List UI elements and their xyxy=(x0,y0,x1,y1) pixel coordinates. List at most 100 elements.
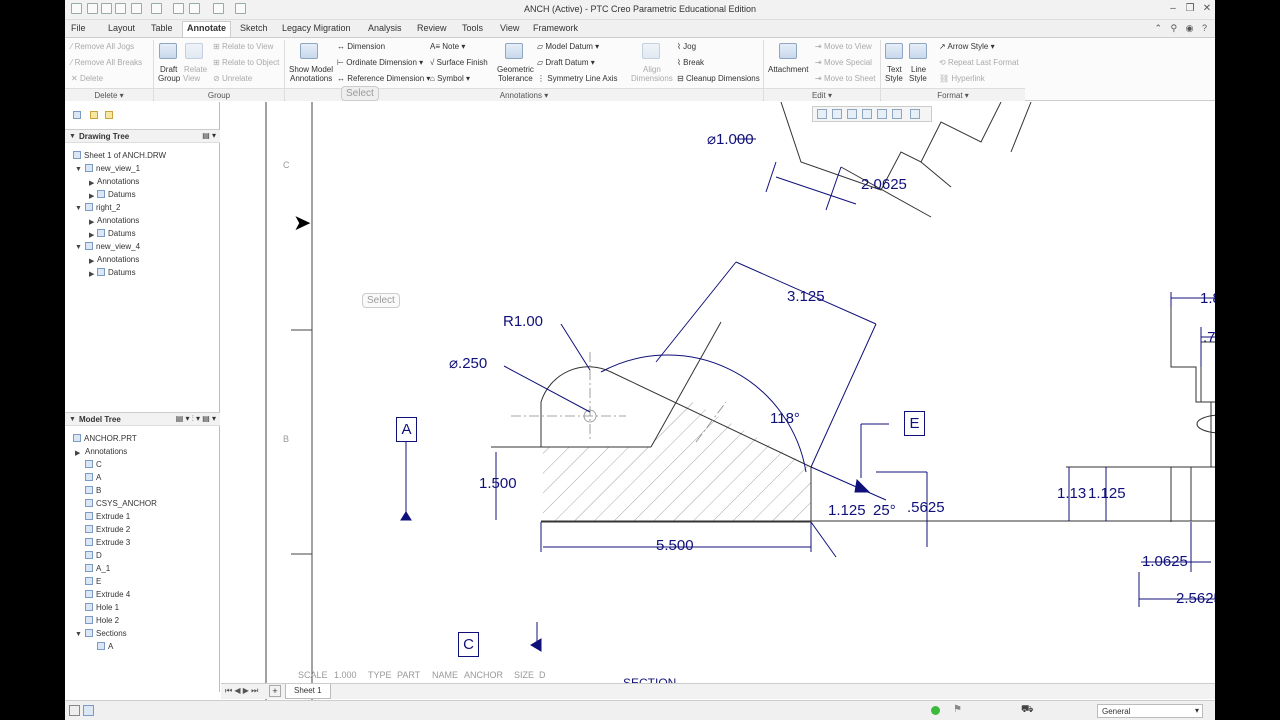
dimension-diameter[interactable]: ⌀1.000 xyxy=(707,131,754,148)
move-to-sheet-button[interactable]: ⇥ Move to Sheet xyxy=(815,74,876,83)
tree-item-datum-plane[interactable]: D xyxy=(85,551,102,560)
dimension-linear[interactable]: 3.125 xyxy=(787,288,825,305)
tree-item-feature[interactable]: Hole 2 xyxy=(85,616,119,625)
draft-group-label-2[interactable]: Group xyxy=(158,74,181,83)
cleanup-dimensions-button[interactable]: ⊟ Cleanup Dimensions xyxy=(677,74,760,83)
dimension-linear[interactable]: .750 xyxy=(1203,329,1215,346)
refit-icon[interactable] xyxy=(817,109,827,119)
dimension-diameter[interactable]: ⌀.250 xyxy=(449,355,488,372)
tree-item-feature[interactable]: Extrude 2 xyxy=(85,525,130,534)
dimension-linear[interactable]: 2.0625 xyxy=(861,176,907,193)
tree-item-view[interactable]: new_view_4 xyxy=(85,242,140,251)
tree-item-datum-plane[interactable]: C xyxy=(85,460,102,469)
expand-icon[interactable]: ▶ xyxy=(89,258,95,265)
tree-item-feature[interactable]: Extrude 3 xyxy=(85,538,130,547)
datum-display-icon[interactable] xyxy=(892,109,902,119)
text-style-label-1[interactable]: Text xyxy=(887,65,902,74)
minimize-icon[interactable]: – xyxy=(1170,3,1176,14)
sheet-nav-icons[interactable]: ⏮ ◀ ▶ ⏭ xyxy=(225,686,259,695)
tree-settings-icon[interactable]: ▤ ▾ xyxy=(202,131,216,140)
toggle-navigator-icon[interactable] xyxy=(69,705,80,716)
tree-item-datums[interactable]: Datums xyxy=(97,190,136,199)
tree-item-feature[interactable]: Hole 1 xyxy=(85,603,119,612)
note-button[interactable]: A≡ Note ▾ xyxy=(430,42,466,51)
geometric-tolerance-label-1[interactable]: Geometric xyxy=(497,65,534,74)
tab-table[interactable]: Table xyxy=(151,23,173,33)
save-icon[interactable] xyxy=(115,3,126,14)
dimension-linear[interactable]: .5625 xyxy=(907,499,945,516)
format-group-label[interactable]: Format ▾ xyxy=(881,88,1025,101)
move-special-button[interactable]: ⇥ Move Special xyxy=(815,58,872,67)
jog-button[interactable]: ⌇ Jog xyxy=(677,42,697,51)
undo-icon[interactable] xyxy=(131,3,142,14)
edit-group-label[interactable]: Edit ▾ xyxy=(764,88,880,101)
expand-icon[interactable]: ▶ xyxy=(89,193,95,200)
maximize-icon[interactable]: ❐ xyxy=(1185,3,1195,14)
repaint-icon[interactable] xyxy=(862,109,872,119)
unrelate-button[interactable]: ⊘ Unrelate xyxy=(213,74,253,83)
expand-icon[interactable]: ▼ xyxy=(75,244,82,251)
dimension-angle[interactable]: 118° xyxy=(770,410,800,427)
dimension-linear[interactable]: 1.125 xyxy=(828,502,866,519)
tab-review[interactable]: Review xyxy=(417,23,447,33)
tree-item-annotations[interactable]: Annotations xyxy=(85,447,128,456)
dimension-linear[interactable]: 1.0625 xyxy=(1142,553,1188,570)
delete-group-label[interactable]: Delete ▾ xyxy=(65,88,153,101)
tree-item-feature[interactable]: Extrude 1 xyxy=(85,512,130,521)
show-model-label-1[interactable]: Show Model xyxy=(289,65,334,74)
dimension-radius[interactable]: R1.00 xyxy=(503,313,544,330)
line-style-label-2[interactable]: Style xyxy=(909,74,927,83)
expand-icon[interactable]: ▶ xyxy=(89,180,95,187)
search-icon[interactable]: ⚲ xyxy=(1170,23,1178,33)
datum-flag-c[interactable]: C xyxy=(458,632,479,657)
draft-datum-button[interactable]: ▱ Draft Datum ▾ xyxy=(537,58,595,67)
tab-framework[interactable]: Framework xyxy=(533,23,579,33)
collapse-icon[interactable]: ▼ xyxy=(69,416,76,423)
dimension-linear[interactable]: 1.13 xyxy=(1057,485,1087,502)
expand-icon[interactable]: ▼ xyxy=(75,166,82,173)
symbol-button[interactable]: ⌂ Symbol ▾ xyxy=(430,74,470,83)
repeat-last-format-button[interactable]: ⟲ Repeat Last Format xyxy=(939,58,1019,67)
ribbon-collapse-icon[interactable]: ⌃ xyxy=(1154,23,1162,33)
break-button[interactable]: ⌇ Break xyxy=(677,58,705,67)
dimension-linear[interactable]: 2.5625 xyxy=(1176,590,1215,607)
align-dimensions-label-2[interactable]: Dimensions xyxy=(631,74,673,83)
open-icon[interactable] xyxy=(101,3,112,14)
draft-group-label-1[interactable]: Draft xyxy=(160,65,178,74)
windows-icon[interactable] xyxy=(189,3,200,14)
remove-all-breaks-button[interactable]: ⁄ Remove All Breaks xyxy=(71,58,143,67)
tab-annotate[interactable]: Annotate xyxy=(182,21,231,37)
flag-icon[interactable]: ⚑ xyxy=(953,704,962,715)
expand-icon[interactable]: ▶ xyxy=(89,232,95,239)
new-icon[interactable] xyxy=(87,3,98,14)
model-datum-button[interactable]: ▱ Model Datum ▾ xyxy=(537,42,600,51)
datum-flag-a[interactable]: A xyxy=(396,417,417,442)
align-dimensions-label-1[interactable]: Align xyxy=(643,65,661,74)
reference-dimension-button[interactable]: ↔ Reference Dimension ▾ xyxy=(337,74,431,83)
dimension-linear[interactable]: 1.125 xyxy=(1088,485,1126,502)
hyperlink-button[interactable]: ⛓ Hyperlink xyxy=(939,74,985,83)
tab-sketch[interactable]: Sketch xyxy=(240,23,268,33)
tree-item-annotations[interactable]: Annotations xyxy=(97,216,140,225)
expand-icon[interactable]: ▶ xyxy=(75,450,81,457)
expand-icon[interactable]: ▶ xyxy=(89,271,95,278)
select-filter-icon[interactable]: ⛟ xyxy=(1021,704,1034,715)
relate-view-label-2[interactable]: View xyxy=(183,74,201,83)
collapse-icon[interactable]: ▼ xyxy=(69,133,76,140)
zoom-in-icon[interactable] xyxy=(832,109,842,119)
tree-item-section[interactable]: A xyxy=(97,642,113,651)
ordinate-dimension-button[interactable]: ⊢ Ordinate Dimension ▾ xyxy=(337,58,424,67)
surface-finish-button[interactable]: √ Surface Finish xyxy=(430,58,488,67)
show-model-label-2[interactable]: Annotations xyxy=(290,74,333,83)
tree-item-datum-plane[interactable]: E xyxy=(85,577,101,586)
tab-analysis[interactable]: Analysis xyxy=(368,23,402,33)
annotations-group-label[interactable]: Annotations ▾ xyxy=(285,88,763,101)
tree-item-sections[interactable]: Sections xyxy=(85,629,127,638)
selection-filter-dropdown[interactable]: General ▾ xyxy=(1097,704,1203,718)
drawing-canvas[interactable]: C B ➤ Select ⌀1.000 2.0625 3.125 R1.00 ⌀… xyxy=(221,102,1215,700)
close-window-icon[interactable] xyxy=(213,3,224,14)
delete-button[interactable]: ✕ Delete xyxy=(71,74,104,83)
tree-tab-icon[interactable] xyxy=(73,111,81,119)
display-style-icon[interactable] xyxy=(877,109,887,119)
toggle-browser-icon[interactable] xyxy=(83,705,94,716)
